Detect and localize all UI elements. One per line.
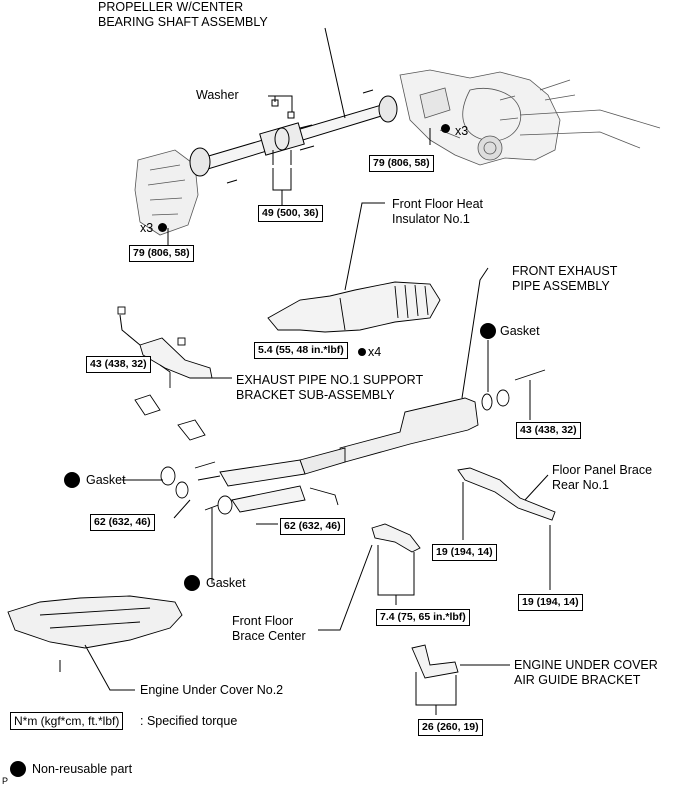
legend-torque-text: : Specified torque [140, 714, 238, 728]
under-cover-label: Engine Under Cover No.2 [140, 683, 284, 697]
propeller-label-line2: BEARING SHAFT ASSEMBLY [98, 15, 268, 29]
torque-62-left: 62 (632, 46) [90, 514, 155, 531]
support-bracket-drawing [117, 306, 213, 388]
heat-insulator-drawing [267, 281, 441, 333]
nonreusable-gasket-left-icon [64, 472, 80, 488]
torque-79-left: 79 (806, 58) [129, 245, 194, 262]
floor-panel-brace-drawing [457, 467, 556, 521]
torque-26: 26 (260, 19) [418, 719, 483, 736]
front-exhaust-pipe-drawing [134, 369, 546, 515]
x3-right-label: x3 [455, 124, 469, 138]
gasket-right-label: Gasket [500, 324, 540, 338]
torque-7-4: 7.4 (75, 65 in.*lbf) [376, 609, 470, 626]
washer-label: Washer [196, 88, 239, 102]
air-guide-bracket-drawing [411, 644, 459, 679]
nonreusable-nut-left-icon [158, 223, 167, 232]
air-guide-bracket-label-line2: AIR GUIDE BRACKET [514, 673, 641, 687]
torque-43-right: 43 (438, 32) [516, 422, 581, 439]
gasket-left-label: Gasket [86, 473, 126, 487]
legend-torque-box: N*m (kgf*cm, ft.*lbf) [10, 712, 124, 730]
legend-nonreusable-icon [10, 761, 26, 777]
support-bracket-label-line1: EXHAUST PIPE NO.1 SUPPORT [236, 373, 424, 387]
torque-5-4: 5.4 (55, 48 in.*lbf) [254, 342, 348, 359]
front-floor-brace-drawing [371, 523, 421, 553]
torque-49: 49 (500, 36) [258, 205, 323, 222]
torque-43-left: 43 (438, 32) [86, 356, 151, 373]
x3-left-label: x3 [140, 221, 154, 235]
air-guide-bracket-label-line1: ENGINE UNDER COVER [514, 658, 658, 672]
nonreusable-gasket-right-icon [480, 323, 496, 339]
shaft-bolts [226, 89, 374, 184]
front-exhaust-label-line2: PIPE ASSEMBLY [512, 279, 610, 293]
front-exhaust-label-line1: FRONT EXHAUST [512, 264, 618, 278]
front-floor-brace-label-line2: Brace Center [232, 629, 306, 643]
heat-insulator-label-line1: Front Floor Heat [392, 197, 484, 211]
propeller-label-line1: PROPELLER W/CENTER [98, 0, 244, 14]
torque-62-right: 62 (632, 46) [280, 518, 345, 535]
propeller-shaft-drawing [189, 95, 398, 177]
nonreusable-nut-right-icon [441, 124, 450, 133]
torque-19-right: 19 (194, 14) [518, 594, 583, 611]
corner-code: P [2, 776, 9, 786]
torque-79-right: 79 (806, 58) [369, 155, 434, 172]
nonreusable-clip-icon [358, 348, 366, 356]
heat-insulator-label-line2: Insulator No.1 [392, 212, 470, 226]
floor-panel-brace-label-line1: Floor Panel Brace [552, 463, 653, 477]
x4-label: x4 [368, 345, 382, 359]
floor-panel-brace-label-line2: Rear No.1 [552, 478, 609, 492]
nonreusable-gasket-center-icon [184, 575, 200, 591]
rear-differential-drawing [399, 69, 661, 166]
engine-under-cover-drawing [7, 595, 183, 649]
torque-19-left: 19 (194, 14) [432, 544, 497, 561]
gasket-center-label: Gasket [206, 576, 246, 590]
legend-nonreusable-text: Non-reusable part [32, 762, 133, 776]
support-bracket-label-line2: BRACKET SUB-ASSEMBLY [236, 388, 395, 402]
transmission-drawing [134, 149, 199, 236]
front-floor-brace-label-line1: Front Floor [232, 614, 294, 628]
